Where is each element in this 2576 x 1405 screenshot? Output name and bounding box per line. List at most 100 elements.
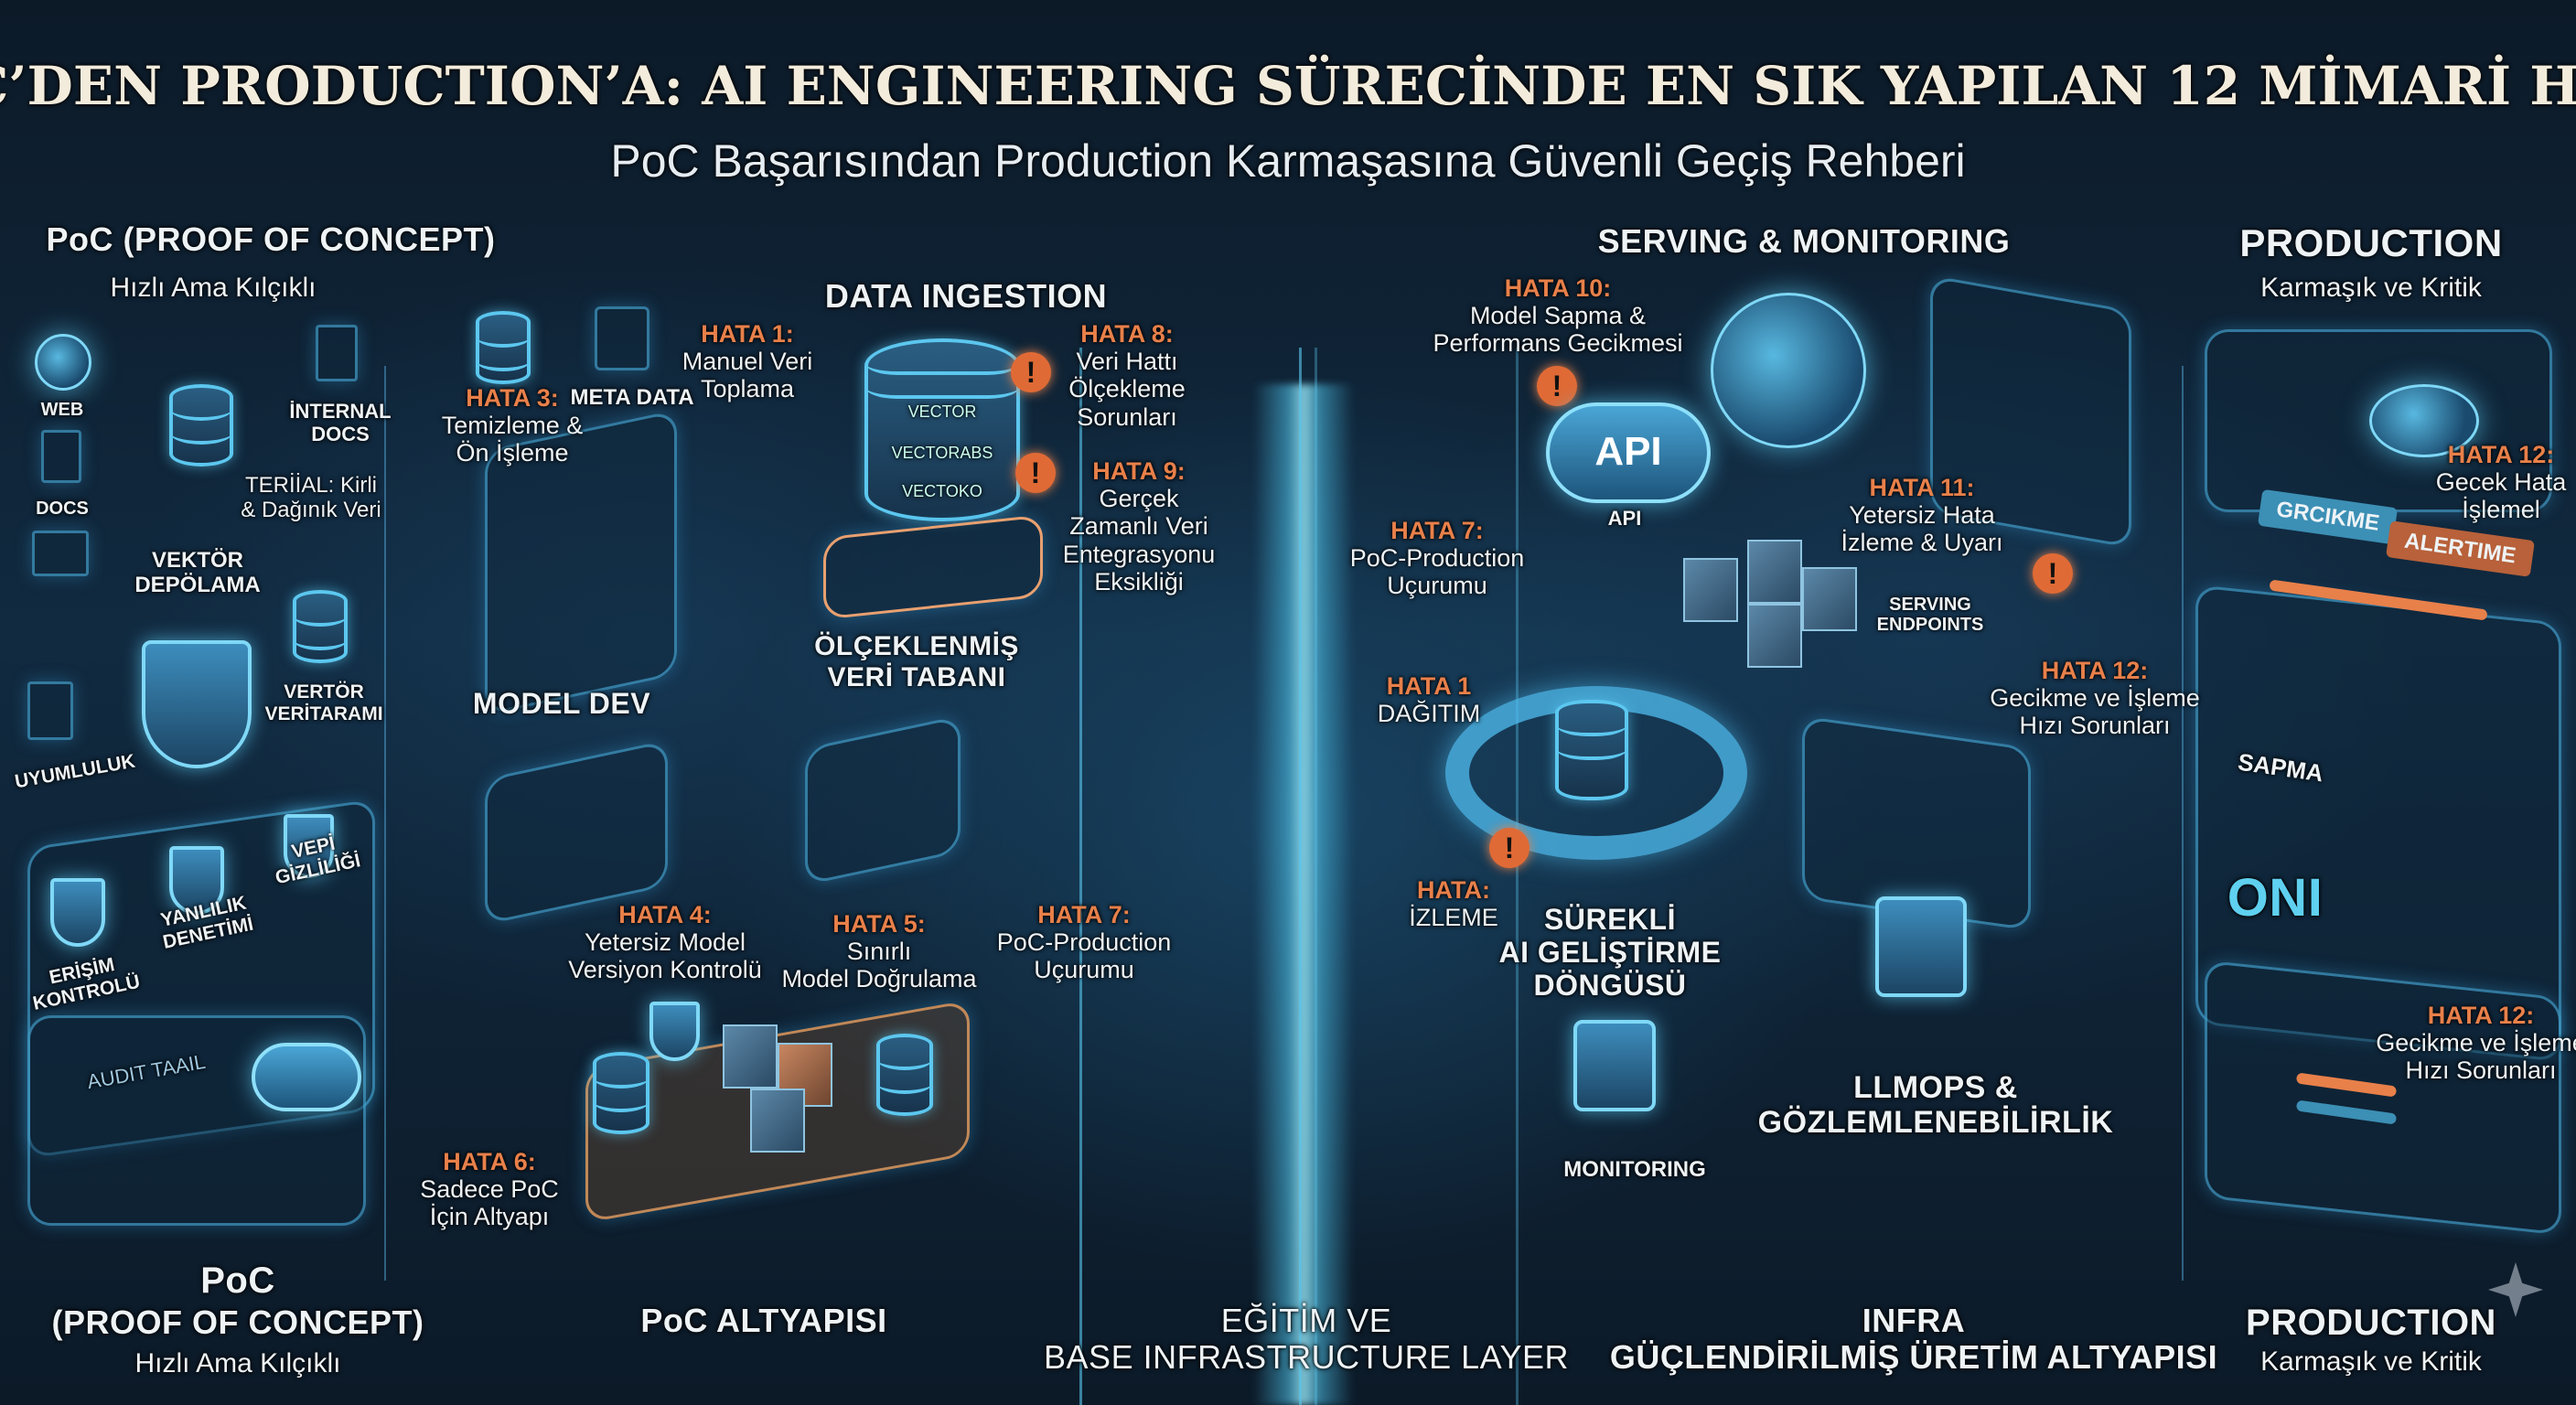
poc-title: PoC (PROOF OF CONCEPT) xyxy=(46,220,496,258)
error-label: HATA 9: xyxy=(1092,457,1186,485)
error-text: PoC-Production xyxy=(1349,544,1525,573)
divider-left xyxy=(384,366,386,1281)
error-text: Temizleme & xyxy=(441,412,584,440)
error-text: Hızı Sorunları xyxy=(2405,1056,2557,1085)
eye-icon xyxy=(2369,384,2479,457)
padlock-icon xyxy=(1573,1020,1656,1111)
db-layer-3: VECTOKO xyxy=(902,482,982,500)
error-text: Entegrasyonu xyxy=(1062,540,1216,568)
endpoints-line2: ENDPOINTS xyxy=(1876,615,1984,636)
server-rack-icon xyxy=(1747,540,1802,604)
error-label: HATA 5: xyxy=(832,910,926,938)
error-text: Yetersiz Hata xyxy=(1849,501,1995,530)
poc-subtitle: Hızlı Ama Kılçıklı xyxy=(110,273,317,303)
server-cube-icon xyxy=(750,1089,805,1153)
lock-shield-icon xyxy=(50,878,105,947)
infra-db-left-icon xyxy=(593,1052,649,1134)
vector-db-icon xyxy=(293,590,348,663)
llmops-line2: GÖZLEMLENEBİLİRLİK xyxy=(1757,1105,2114,1141)
vector-db-line2: VERİTARAMI xyxy=(264,702,383,724)
dirty-data-label: TERİİAL: Kirli& Dağınık Veri xyxy=(241,473,381,523)
error-text: İşlemel xyxy=(2462,496,2540,524)
monitoring-label: MONITORING xyxy=(1563,1157,1706,1182)
llmops-padlock-icon xyxy=(1875,896,1967,997)
base-layer-line2: BASE INFRASTRUCTURE LAYER xyxy=(1044,1338,1569,1377)
infra-line1: INFRA xyxy=(1862,1302,1966,1339)
cloud-icon xyxy=(252,1043,361,1111)
scaled-db-line2: VERİ TABANI xyxy=(827,661,1006,692)
error-text: Model Doğrulama xyxy=(781,965,977,993)
base-layer-line1: EĞİTİM VE xyxy=(1220,1302,1392,1339)
metadata-form-icon xyxy=(595,306,649,370)
vector-db-line1: VERTÖR xyxy=(284,681,364,702)
error-text: DAĞITIM xyxy=(1377,700,1481,728)
error-text: Sadece PoC xyxy=(420,1175,559,1204)
vector-storage-line2: DEPÖLAMA xyxy=(134,572,261,597)
error-text: Uçurumu xyxy=(1034,956,1134,984)
error-text: Toplama xyxy=(700,375,795,403)
production-bottom-subtitle: Karmaşık ve Kritik xyxy=(2260,1346,2482,1377)
browser-cursor-icon xyxy=(32,531,89,576)
error-label: HATA 1 xyxy=(1386,672,1472,700)
infra-db-right-icon xyxy=(876,1034,933,1116)
production-title: PRODUCTION xyxy=(2239,221,2503,264)
internal-docs-icon xyxy=(316,325,358,381)
error-label: HATA 7: xyxy=(1390,517,1484,544)
error-text: Gecek Hata xyxy=(2435,468,2567,497)
internal-docs-line1: İNTERNAL xyxy=(289,400,392,423)
oni-label: ONI xyxy=(2227,868,2324,928)
error-text: Versiyon Kontrolü xyxy=(568,956,762,984)
error-label: HATA 12: xyxy=(2041,657,2149,684)
error-label: HATA 8: xyxy=(1080,320,1174,348)
data-ingestion-title: DATA INGESTION xyxy=(824,277,1108,315)
poc-infra-title: PoC ALTYAPISI xyxy=(640,1302,887,1339)
error-text: Uçurumu xyxy=(1387,572,1487,600)
llmops-line1: LLMOPS & xyxy=(1853,1070,2018,1105)
api-cloud-icon: API xyxy=(1546,402,1711,503)
page-subtitle: PoC Başarısından Production Karmaşasına … xyxy=(610,135,1966,187)
error-text: İzleme & Uyarı xyxy=(1841,529,2003,557)
db-layer-1: VECTOR xyxy=(907,402,977,421)
production-bottom-title: PRODUCTION xyxy=(2246,1303,2496,1343)
poc-bottom-subtitle: Hızlı Ama Kılçıklı xyxy=(134,1348,341,1378)
vector-storage-line1: VEKTÖR xyxy=(151,548,243,573)
api-cloud-label: API xyxy=(1594,429,1662,474)
privacy-shield-icon xyxy=(284,814,334,878)
error-text: Model Sapma & xyxy=(1469,302,1647,330)
warning-icon-hata-9: ! xyxy=(1015,453,1056,493)
error-text: Gerçek xyxy=(1099,485,1179,513)
server-cube-icon xyxy=(723,1024,778,1089)
endpoints-line1: SERVING xyxy=(1889,595,1971,615)
divider-right xyxy=(2182,366,2184,1281)
error-callout: HATA 3:Temizleme &Ön İşleme xyxy=(442,384,584,467)
checklist-icon xyxy=(27,681,73,740)
poc-production-chasm xyxy=(1253,384,1354,1405)
error-label: HATA 4: xyxy=(618,901,712,928)
error-text: Veri Hattı xyxy=(1076,348,1178,376)
error-label: HATA 3: xyxy=(466,384,559,412)
error-label: HATA 12: xyxy=(2427,1002,2535,1029)
error-text: Performans Gecikmesi xyxy=(1433,329,1683,358)
server-rack-icon xyxy=(1683,558,1738,622)
error-callout: HATA:İZLEME xyxy=(1409,876,1498,931)
internal-docs-line2: DOCS xyxy=(311,422,370,445)
document-icon xyxy=(41,430,81,483)
error-text: Gecikme ve İşleme xyxy=(1990,684,2200,713)
scaled-db-line1: ÖLÇEKLENMİŞ xyxy=(814,631,1019,661)
